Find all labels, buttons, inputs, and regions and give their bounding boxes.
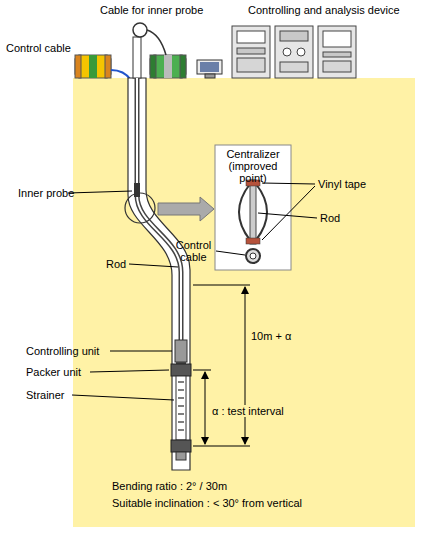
centralizer-inset-part [239,184,250,240]
part-label: Controlling unit [26,345,99,357]
rod-part [134,183,140,197]
zoom-callout-part [68,191,132,193]
test-assembly-part [171,440,191,452]
rod-part [133,37,141,78]
test-assembly-part [90,370,169,372]
dimension-lines-part [193,285,250,286]
centralizer-inset [215,145,317,270]
control-cable-reel-part [89,55,97,78]
dimension-lines-part [205,372,206,444]
analysis-cabinets-part [280,31,308,41]
dimension-lines-part [193,446,250,447]
test-assembly-part [178,382,184,430]
ground-part [73,78,415,527]
analysis-cabinets-part [232,26,270,78]
centralizer-inset-part [246,238,260,244]
analysis-cabinets-part [283,48,291,56]
dimension-label: α : test interval [210,405,286,417]
analysis-cabinets-part [237,31,265,43]
probe-cable-reel [147,30,186,78]
test-assembly-part [72,395,174,400]
analysis-cabinets-part [323,52,351,57]
probe-label: Inner probe [18,187,74,199]
inset-title: Centralizer (improved point) [216,148,290,184]
analysis-cabinets-part [323,31,351,47]
centralizer-inset-part [256,184,267,240]
device-label: Controlling and analysis device [248,4,400,16]
monitor-part [200,62,219,72]
part-label: Vinyl tape [318,178,366,190]
analysis-cabinets-part [237,48,265,54]
monitor [197,60,222,78]
ground [73,78,415,527]
rod-part [133,23,147,37]
zoom-callout-part [158,197,214,221]
part-label: Packer unit [26,366,81,378]
dimension-lines-part [245,287,246,444]
test-assembly-part [110,351,172,352]
dimension-lines-part [193,370,211,371]
centralizer-inset-part [250,253,256,259]
borehole-part [128,78,190,470]
monitor-part [205,74,215,78]
analysis-cabinets-part [318,26,356,78]
centralizer-inset-part [246,249,260,263]
analysis-cabinets-part [275,26,313,78]
control-cable-reel-part [75,55,111,78]
note-text: Suitable inclination : < 30° from vertic… [112,497,302,509]
test-assembly-part [175,340,187,362]
centralizer-inset-part [258,213,317,218]
dimension-lines [193,285,250,446]
probe-cable-reel-part [180,55,186,78]
probe-cable-reel-part [150,55,156,78]
probe-cable-reel-part [150,55,186,78]
probe-cable-reel-part [147,30,166,55]
note-text: Bending ratio : 2° / 30m [112,480,227,492]
test-assembly [72,264,191,460]
centralizer-inset-part [262,183,315,184]
cable-label: Cable for inner probe [100,4,203,16]
probe-cable-reel-part [164,55,172,78]
part-label: Rod [106,258,126,270]
test-assembly-part [129,264,178,267]
part-label: Rod [320,212,340,224]
borehole [128,78,190,470]
centralizer-inset-part [216,251,245,255]
zoom-callout [68,191,214,223]
zoom-callout-part [125,193,155,223]
control-cable-reel-part [105,55,111,78]
analysis-cabinets-part [280,62,308,72]
control-cable-reel-part [75,55,81,78]
centralizer-inset-part [262,186,315,240]
analysis-cabinets-part [323,61,351,72]
centralizer-inset-part [250,180,256,244]
centralizer-inset-part [215,145,291,270]
part-label: Control cable [172,239,215,263]
test-assembly-part [176,452,186,460]
part-label: Strainer [26,389,65,401]
analysis-cabinets [232,26,356,78]
analysis-cabinets-part [237,58,265,72]
test-assembly-part [171,364,191,376]
cable-label: Control cable [6,42,71,54]
analysis-cabinets-part [297,48,305,56]
rod [133,23,181,340]
dimension-label: 10m + α [251,330,291,342]
test-assembly-part [176,376,186,440]
control-cable-reel [75,55,131,80]
monitor-part [197,60,222,74]
